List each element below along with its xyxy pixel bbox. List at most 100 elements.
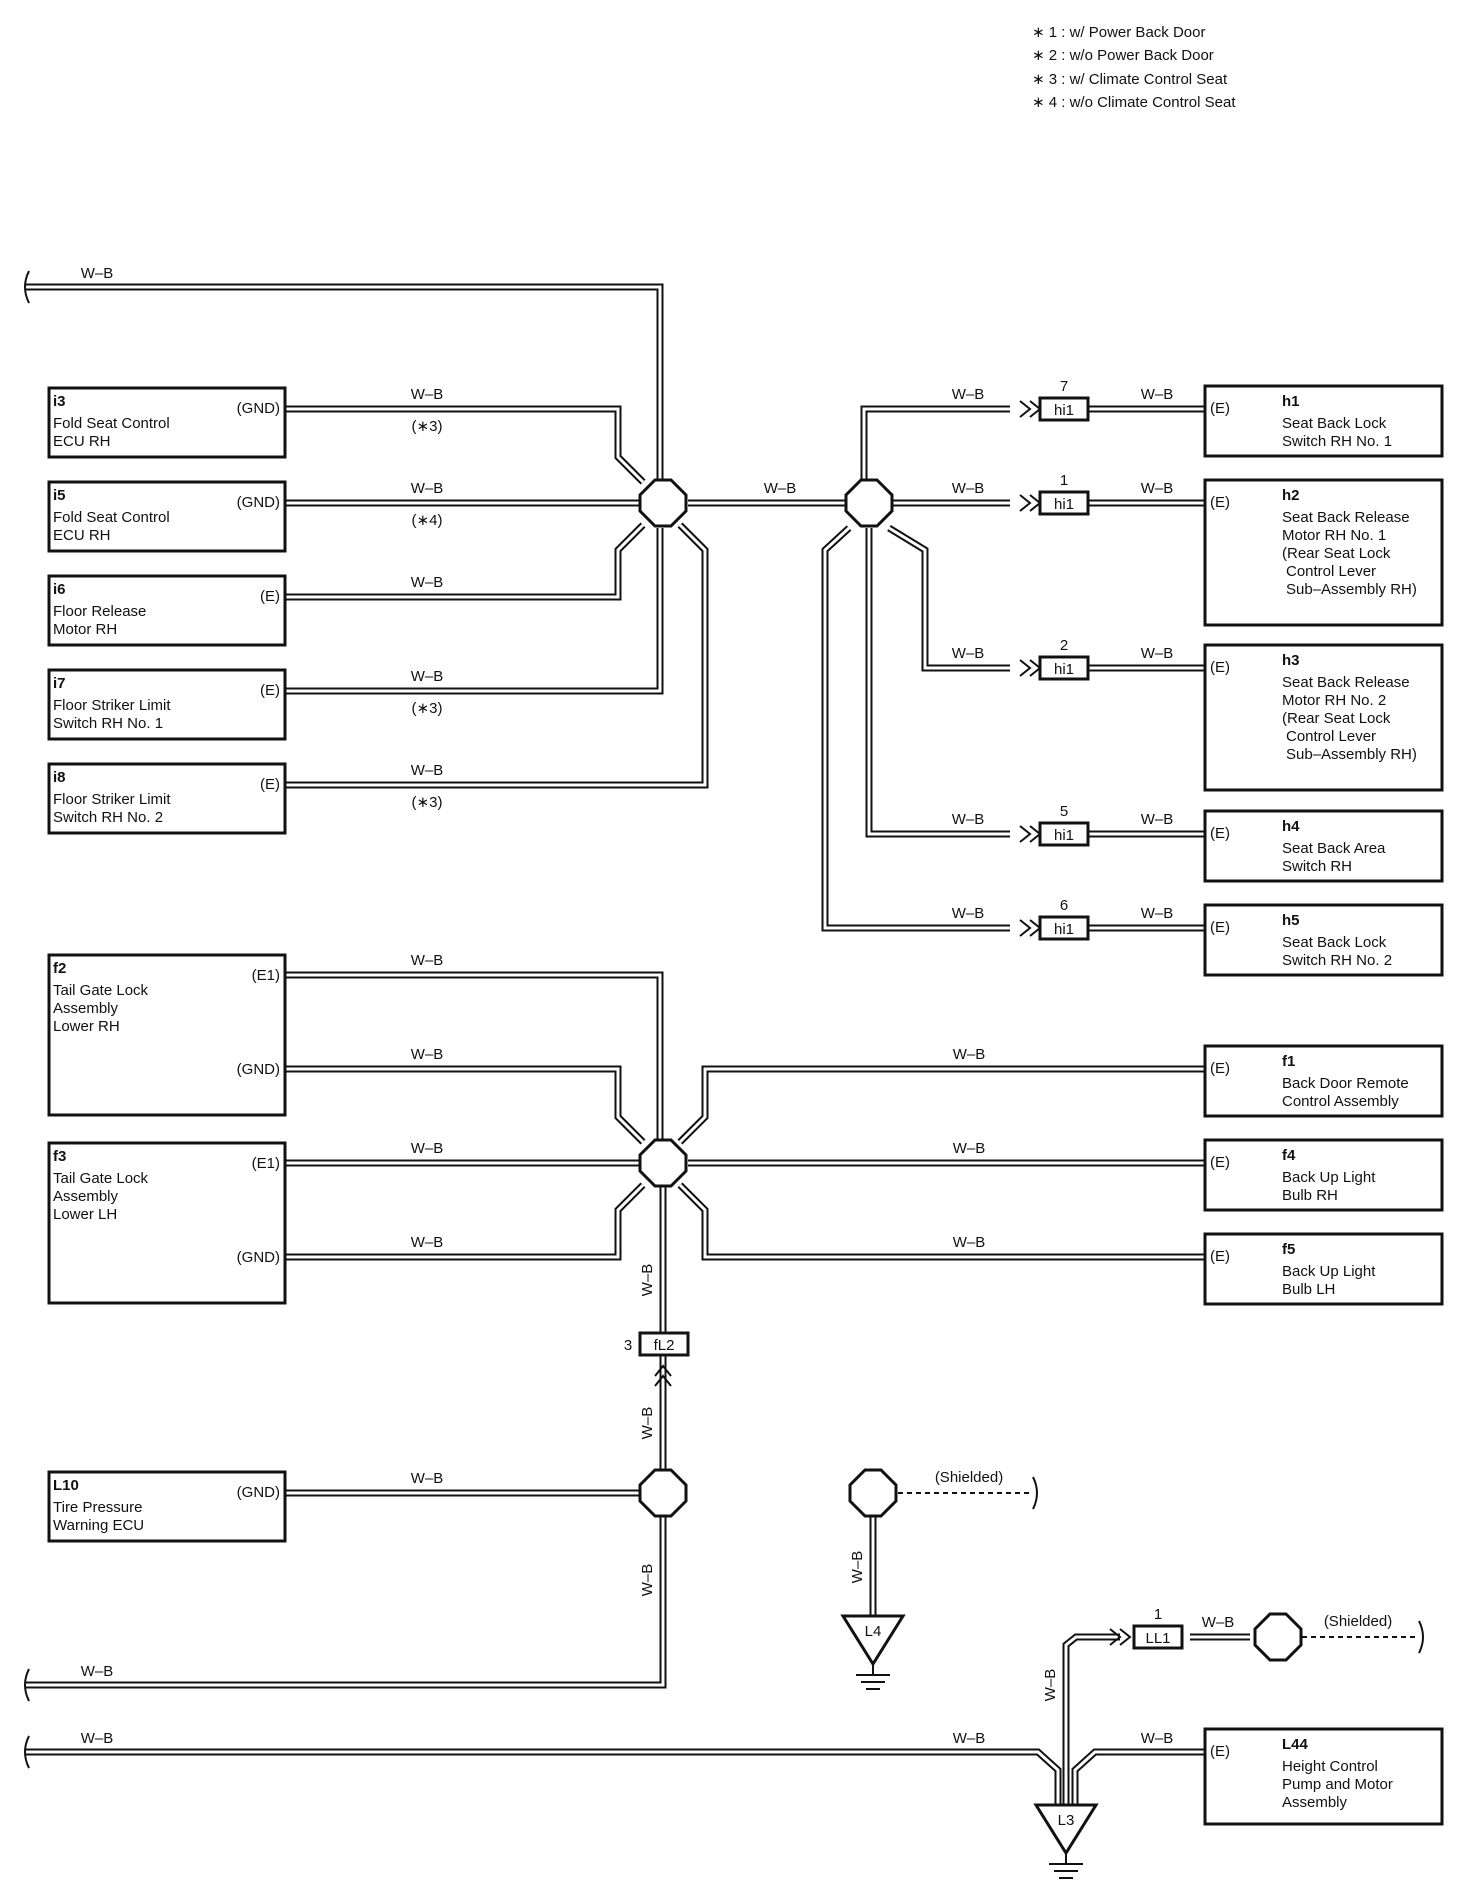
left-components: i3 Fold Seat Control ECU RH (GND) (∗3) i… [47, 386, 443, 1543]
connector-pin: 2 [1060, 637, 1068, 654]
component-code: h4 [1282, 818, 1300, 835]
component-h1: h1 Seat Back Lock Switch RH No. 1 (E) [1203, 384, 1444, 458]
component-f4: f4 Back Up Light Bulb RH (E) [1203, 1138, 1444, 1212]
component-code: f2 [53, 960, 66, 977]
splice-icon [638, 478, 688, 528]
terminal-label: (E) [260, 682, 280, 699]
component-name-line: (Rear Seat Lock [1282, 710, 1391, 727]
wire-label: W–B [952, 645, 985, 662]
right-components: h1 Seat Back Lock Switch RH No. 1 (E) h2… [1203, 384, 1444, 1826]
component-name-line: Fold Seat Control [53, 509, 170, 526]
wire-label: W–B [764, 480, 797, 497]
component-name-line: Assembly [53, 1188, 119, 1205]
wire-label: W–B [411, 1470, 444, 1487]
component-name-line: Motor RH No. 1 [1282, 527, 1386, 544]
component-l10: L10 Tire Pressure Warning ECU (GND) [47, 1470, 287, 1543]
component-name-line: Seat Back Lock [1282, 415, 1387, 432]
component-code: h2 [1282, 487, 1300, 504]
wire-label: W–B [1141, 811, 1174, 828]
component-i3: i3 Fold Seat Control ECU RH (GND) (∗3) [47, 386, 443, 459]
component-name-line: ECU RH [53, 527, 111, 544]
connector-code: hi1 [1054, 921, 1074, 938]
component-h4: h4 Seat Back Area Switch RH (E) [1203, 809, 1444, 883]
terminal-label: (E) [1210, 1060, 1230, 1077]
component-code: f5 [1282, 1241, 1295, 1258]
component-name-line: Switch RH No. 2 [1282, 952, 1392, 969]
terminal-label: (GND) [237, 1061, 280, 1078]
component-name-line: Warning ECU [53, 1517, 144, 1534]
wire-label: W–B [639, 1564, 656, 1597]
component-name-line: Motor RH [53, 621, 117, 638]
component-i5: i5 Fold Seat Control ECU RH (GND) (∗4) [47, 480, 443, 553]
wire-label: W–B [1141, 905, 1174, 922]
component-f5: f5 Back Up Light Bulb LH (E) [1203, 1232, 1444, 1306]
connector-pin: 3 [624, 1337, 632, 1354]
shielded-label: (Shielded) [1324, 1613, 1392, 1630]
component-code: i6 [53, 581, 66, 598]
component-name-line: Height Control [1282, 1758, 1378, 1775]
wire-label: W–B [953, 1730, 986, 1747]
component-name-line: Lower RH [53, 1018, 120, 1035]
terminal-label: (E) [1210, 825, 1230, 842]
wire-label: W–B [849, 1551, 866, 1584]
wire-label: W–B [81, 265, 114, 282]
component-name-line: Seat Back Area [1282, 840, 1386, 857]
wire-label: W–B [953, 1046, 986, 1063]
wire-label: W–B [411, 1046, 444, 1063]
component-name-line: (Rear Seat Lock [1282, 545, 1391, 562]
terminal-label: (GND) [237, 400, 280, 417]
connector-code: hi1 [1054, 827, 1074, 844]
component-f3: f3 Tail Gate Lock Assembly Lower LH (E1)… [47, 1141, 287, 1305]
option-note: (∗4) [412, 512, 443, 529]
component-code: h3 [1282, 652, 1300, 669]
component-code: i5 [53, 487, 66, 504]
connector-pin: 1 [1060, 472, 1068, 489]
connector-pin: 6 [1060, 897, 1068, 914]
connector-pin: 7 [1060, 378, 1068, 395]
note-4: ∗ 4 : w/o Climate Control Seat [1032, 94, 1236, 111]
terminal-label: (E) [1210, 494, 1230, 511]
component-i7: i7 Floor Striker Limit Switch RH No. 1 (… [47, 668, 443, 741]
component-name-line: Control Assembly [1282, 1093, 1399, 1110]
connector-code: LL1 [1145, 1630, 1170, 1647]
component-name-line: Switch RH No. 2 [53, 809, 163, 826]
component-name-line: Seat Back Release [1282, 509, 1410, 526]
terminal-label: (GND) [237, 494, 280, 511]
component-i6: i6 Floor Release Motor RH (E) [47, 574, 287, 647]
splice-icon [844, 478, 894, 528]
component-name-line: Floor Striker Limit [53, 791, 171, 808]
shielded-labels: (Shielded) (Shielded) [935, 1469, 1392, 1630]
option-note: (∗3) [412, 700, 443, 717]
connector-hi1-pin6: hi1 6 [1019, 897, 1090, 941]
component-l44: L44 Height Control Pump and Motor Assemb… [1203, 1727, 1444, 1826]
shielded-label: (Shielded) [935, 1469, 1003, 1486]
terminal-label: (E) [1210, 1154, 1230, 1171]
component-name-line: Sub–Assembly RH) [1286, 581, 1417, 598]
ground-label: L3 [1058, 1812, 1075, 1829]
wire-label: W–B [952, 811, 985, 828]
component-f1: f1 Back Door Remote Control Assembly (E) [1203, 1044, 1444, 1118]
wire-labels: W–B W–B W–B W–B W–B W–B W–B W–B W–B W–B … [81, 265, 1235, 1747]
component-name-line: Sub–Assembly RH) [1286, 746, 1417, 763]
wire-label: W–B [411, 668, 444, 685]
wire-label: W–B [639, 1264, 656, 1297]
wire-label: W–B [953, 1140, 986, 1157]
connector-LL1: LL1 1 [1109, 1606, 1184, 1650]
component-code: h1 [1282, 393, 1300, 410]
wire-label: W–B [411, 386, 444, 403]
option-note: (∗3) [412, 418, 443, 435]
connector-fL2: fL2 3 [624, 1331, 690, 1387]
component-name-line: Bulb RH [1282, 1187, 1338, 1204]
component-code: f4 [1282, 1147, 1296, 1164]
component-name-line: Seat Back Lock [1282, 934, 1387, 951]
component-name-line: Pump and Motor [1282, 1776, 1393, 1793]
component-name-line: Control Lever [1286, 728, 1376, 745]
connector-code: hi1 [1054, 496, 1074, 513]
component-name-line: Back Up Light [1282, 1169, 1376, 1186]
wire-label: W–B [953, 1234, 986, 1251]
wire-label: W–B [1202, 1614, 1235, 1631]
wire-label: W–B [1042, 1669, 1059, 1702]
wire-continuation-marks [24, 270, 1424, 1769]
inline-connectors: hi1 7 hi1 1 hi1 2 hi1 5 hi1 6 [624, 378, 1184, 1650]
wire-label: W–B [411, 1234, 444, 1251]
